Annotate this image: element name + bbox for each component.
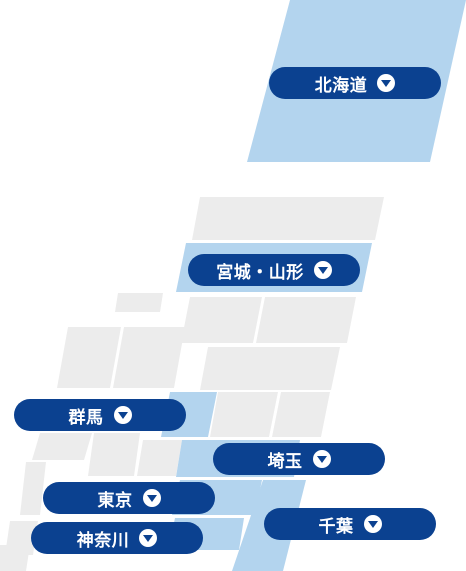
region-button-gunma[interactable]: 群馬 — [14, 399, 186, 431]
prefecture-tile — [137, 440, 182, 476]
prefecture-tile — [272, 392, 330, 437]
region-label: 埼玉 — [267, 451, 303, 472]
chevron-down-icon — [377, 74, 396, 92]
region-label: 東京 — [97, 490, 133, 511]
prefecture-tile — [57, 327, 121, 388]
region-button-kanagawa[interactable]: 神奈川 — [31, 522, 203, 554]
chevron-down-icon — [363, 515, 382, 533]
prefecture-tile — [192, 197, 384, 240]
prefecture-tile — [181, 297, 262, 343]
region-label: 北海道 — [314, 75, 368, 96]
prefecture-tile — [0, 545, 30, 571]
chevron-down-icon — [312, 450, 331, 468]
region-label: 神奈川 — [76, 530, 130, 551]
prefecture-tile — [210, 392, 278, 437]
region-label: 群馬 — [68, 407, 104, 428]
region-button-chiba[interactable]: 千葉 — [264, 508, 436, 540]
region-button-saitama[interactable]: 埼玉 — [213, 443, 385, 475]
chevron-down-icon — [139, 529, 158, 547]
prefecture-tile — [113, 327, 185, 388]
region-label: 宮城・山形 — [216, 262, 304, 283]
prefecture-tile — [200, 347, 340, 390]
region-button-tokyo[interactable]: 東京 — [43, 482, 215, 514]
prefecture-tile — [256, 297, 356, 343]
region-label: 千葉 — [318, 516, 354, 537]
chevron-down-icon — [113, 406, 132, 424]
chevron-down-icon — [142, 489, 161, 507]
prefecture-tile — [115, 293, 163, 312]
region-button-miyagi-yamagata[interactable]: 宮城・山形 — [188, 254, 360, 286]
region-button-hokkaido[interactable]: 北海道 — [269, 67, 441, 99]
prefecture-tile — [32, 433, 92, 460]
prefecture-tile — [88, 433, 140, 476]
chevron-down-icon — [313, 261, 332, 279]
prefecture-tile — [20, 462, 46, 515]
